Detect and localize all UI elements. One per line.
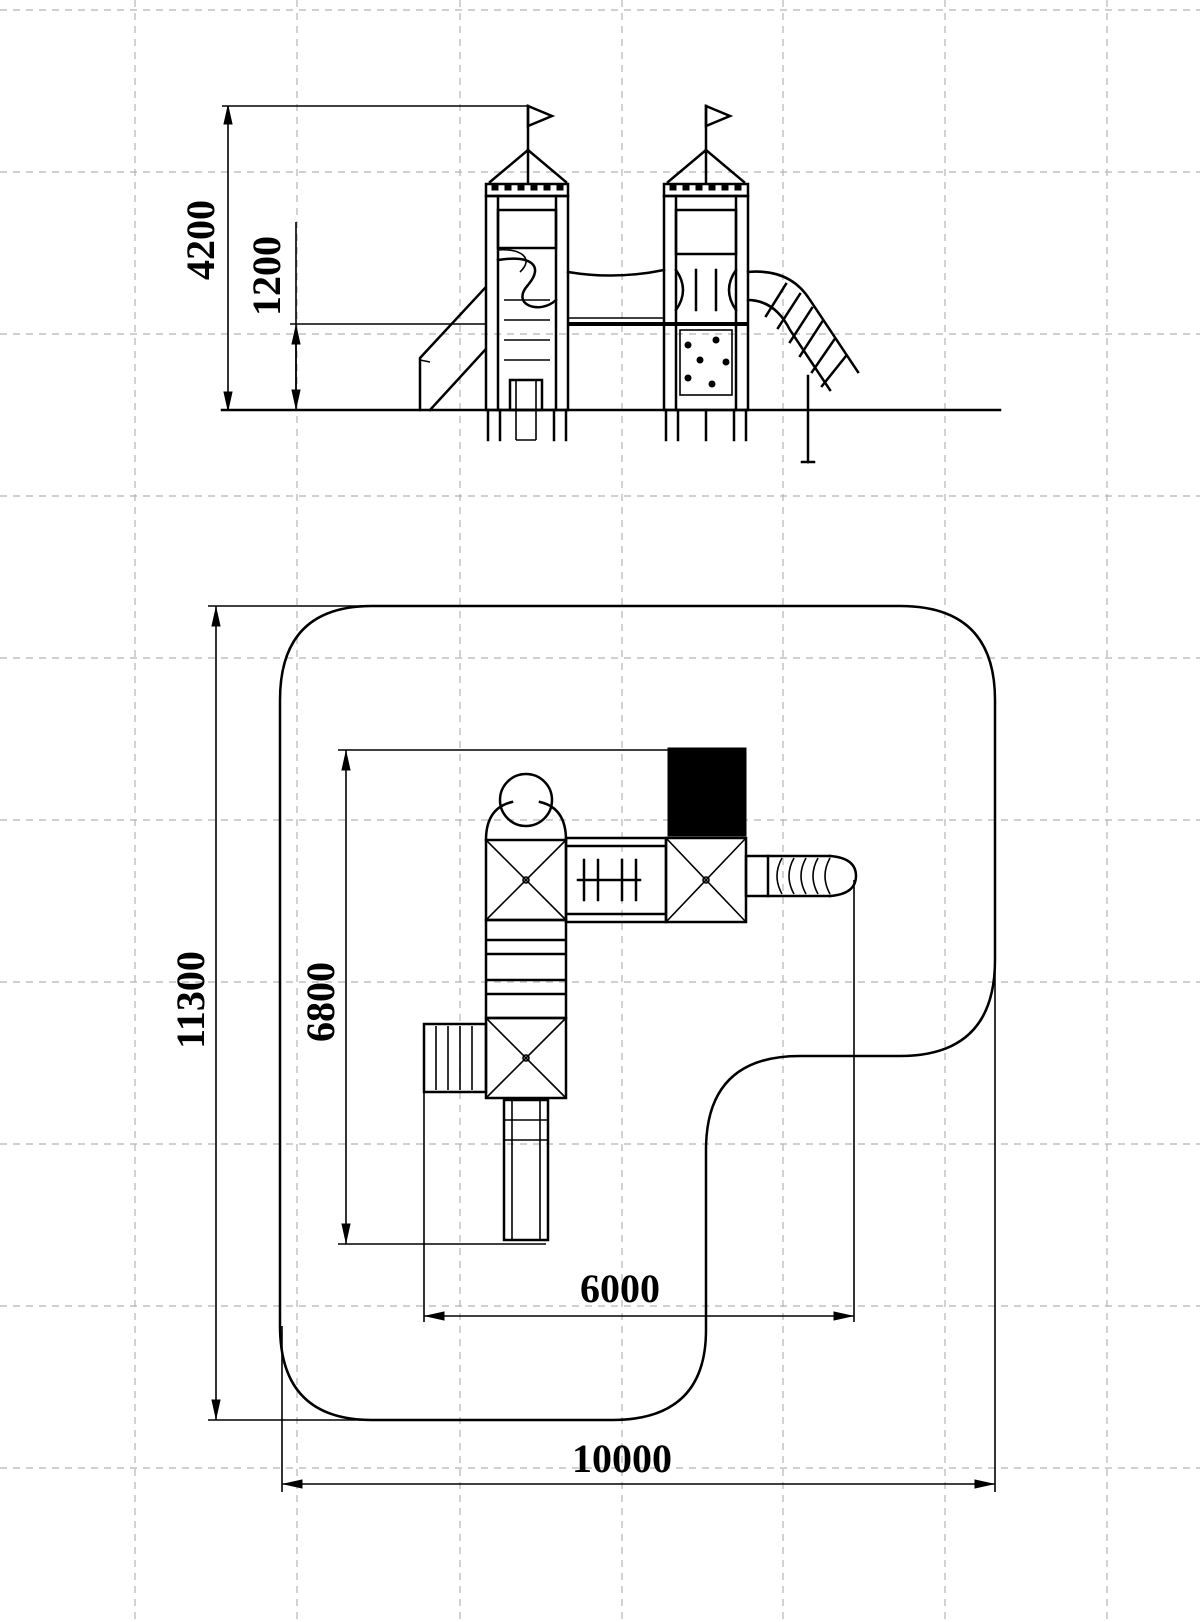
dimension-total-height: 4200 bbox=[178, 105, 528, 411]
plan-view: 11300 10000 6800 6000 bbox=[168, 604, 997, 1492]
dimension-equipment-width: 6000 bbox=[423, 880, 855, 1322]
right-tower bbox=[662, 104, 750, 442]
dimension-equipment-depth: 6800 bbox=[298, 749, 672, 1245]
ladder-left bbox=[422, 1022, 488, 1094]
dimension-platform-height: 1200 bbox=[244, 222, 485, 410]
safety-zone-outline bbox=[278, 604, 997, 1422]
straight-slide-top bbox=[502, 1098, 550, 1242]
dim-label-platform-height: 1200 bbox=[244, 236, 289, 316]
dim-label-total-height: 4200 bbox=[178, 200, 223, 280]
left-tower bbox=[484, 104, 570, 442]
bridge bbox=[566, 268, 666, 326]
spiral-slide-top bbox=[498, 772, 554, 828]
dimension-area-height: 11300 bbox=[168, 605, 372, 1421]
left-slide-side bbox=[418, 286, 487, 412]
tube-slide-top bbox=[744, 854, 858, 898]
dim-label-equipment-depth: 6800 bbox=[298, 962, 343, 1042]
right-tube-slide bbox=[746, 270, 860, 464]
equipment-plan bbox=[422, 747, 858, 1242]
elevation-view: 4200 1200 bbox=[178, 104, 1002, 464]
dimension-area-width: 10000 bbox=[281, 960, 996, 1492]
dim-label-area-width: 10000 bbox=[572, 1436, 672, 1481]
dim-label-area-height: 11300 bbox=[168, 951, 213, 1049]
dim-label-equipment-width: 6000 bbox=[580, 1266, 660, 1311]
climbing-wall-top bbox=[667, 747, 747, 837]
